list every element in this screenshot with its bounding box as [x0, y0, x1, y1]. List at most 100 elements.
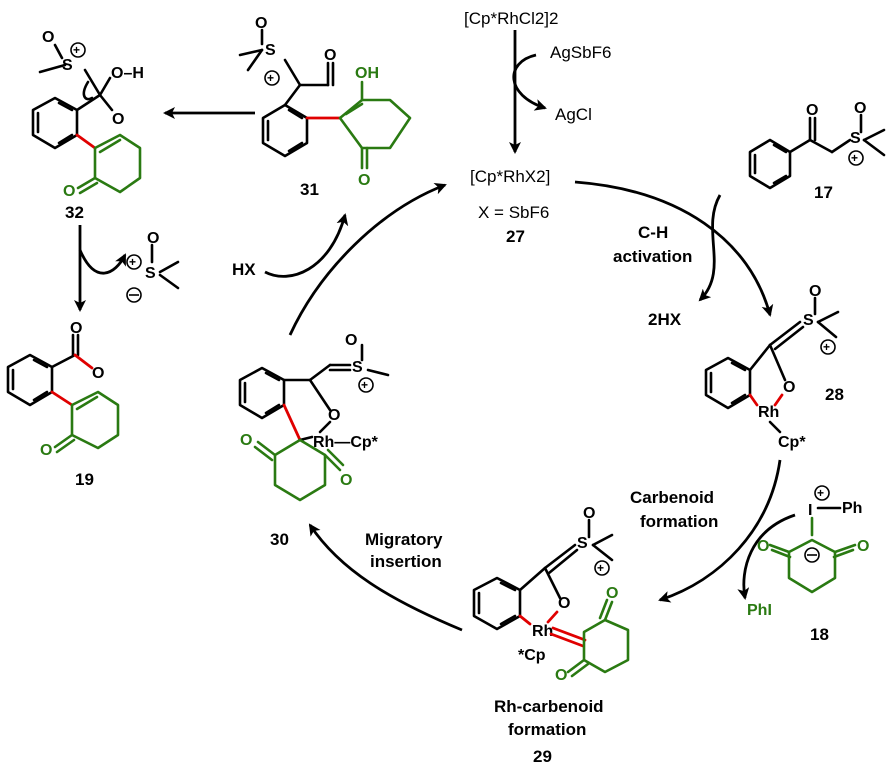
- migratory-insertion-arrow: [308, 523, 463, 632]
- hx-uptake-arrow: [264, 213, 349, 278]
- carbenoid-arrow: [658, 459, 782, 603]
- svg-text:+: +: [73, 43, 80, 57]
- agsbf6-label: AgSbF6: [550, 43, 611, 62]
- sulfur: S: [265, 42, 276, 59]
- sulfoxide-o: O: [255, 15, 267, 32]
- migratory-label-1: Migratory: [365, 530, 443, 549]
- cycle-arrows: [74, 107, 796, 632]
- compound-32: O–H O S O + O 32: [31, 29, 144, 222]
- fused-ring: [93, 133, 142, 194]
- compound-31-number: 31: [300, 180, 319, 199]
- compound-29: O Rh *Cp S O + O O 29: [472, 505, 630, 766]
- ketone-o-left: O: [240, 432, 252, 449]
- svg-text:+: +: [267, 71, 274, 85]
- svg-text:+: +: [361, 378, 368, 392]
- compound-28-number: 28: [825, 385, 844, 404]
- fused-ring: [70, 390, 120, 450]
- benzene-ring: [6, 353, 54, 407]
- sulfoxonium-release-arrow: [78, 249, 127, 275]
- ketone-o-top: O: [606, 585, 618, 602]
- ketone-o-bottom: O: [555, 667, 567, 684]
- compound-30-number: 30: [270, 530, 289, 549]
- ketone-o: O: [63, 183, 75, 200]
- ring-o: O: [92, 365, 104, 382]
- sulfoxide-o: O: [345, 332, 357, 349]
- benzene-ring: [472, 576, 522, 631]
- sulfoxonium-byproduct: S O +: [126, 230, 180, 303]
- hx-out-label: 2HX: [648, 310, 682, 329]
- rh-carbenoid-label-2: formation: [508, 720, 586, 739]
- svg-text:+: +: [823, 340, 830, 354]
- cp-ligand: Cp*: [778, 434, 806, 451]
- benzene-ring: [704, 356, 752, 410]
- compound-31: O S O + OH O 31: [238, 15, 412, 199]
- svg-text:+: +: [817, 486, 824, 500]
- cp-ligand: *Cp: [518, 647, 546, 664]
- enolate-o: O: [783, 379, 795, 396]
- ring-o: O: [112, 111, 124, 128]
- benzene-ring: [31, 96, 79, 150]
- step-labels: C-H activation 2HX Carbenoid formation M…: [232, 223, 772, 739]
- sulfoxide-o: O: [854, 100, 866, 117]
- catalyst-activation: [Cp*RhCl2]2 AgSbF6 AgCl [Cp*RhX2] X = Sb…: [464, 9, 611, 246]
- compound-18-number: 18: [810, 625, 829, 644]
- agcl-label: AgCl: [555, 105, 592, 124]
- carbenoid-label-2: formation: [640, 512, 718, 531]
- svg-text:+: +: [129, 255, 136, 269]
- compound-19: O O O 19: [6, 320, 120, 489]
- cyclohexenone-ring: [338, 98, 412, 150]
- carbonyl-o: O: [806, 102, 818, 119]
- catalyst-precursor-label: [Cp*RhCl2]2: [464, 9, 559, 28]
- dione-ring: [273, 438, 327, 502]
- hx-release-arrow: [698, 194, 722, 302]
- active-catalyst-label: [Cp*RhX2]: [470, 167, 550, 186]
- compound-17-number: 17: [814, 183, 833, 202]
- enolate-o: O: [558, 595, 570, 612]
- sulfoxide-o: O: [583, 505, 595, 522]
- sulfur: S: [145, 265, 156, 282]
- sulfur: S: [850, 130, 861, 147]
- phi-release-arrow: [737, 513, 796, 600]
- hx-in-label: HX: [232, 260, 256, 279]
- phi-label: PhI: [747, 602, 772, 619]
- hydroxyl: OH: [355, 65, 379, 82]
- compound-17: O S O + 17: [748, 100, 886, 202]
- hydroxyl: O–H: [111, 65, 144, 82]
- benzene-ring: [261, 103, 309, 158]
- agcl-curved-arrow: [512, 53, 547, 111]
- ketone-o: O: [40, 442, 52, 459]
- migratory-label-2: insertion: [370, 552, 442, 571]
- ketone-o: O: [358, 172, 370, 189]
- svg-text:+: +: [597, 561, 604, 575]
- sulfur: S: [577, 535, 588, 552]
- iodine: I: [808, 502, 812, 519]
- carbenoid-label-1: Carbenoid: [630, 488, 714, 507]
- rh-cp: Rh—Cp*: [313, 434, 379, 451]
- ketone-o-right: O: [857, 538, 869, 555]
- rh-carbenoid-label-1: Rh-carbenoid: [494, 697, 604, 716]
- compound-18: + I Ph O O 18: [757, 485, 869, 644]
- sulfur: S: [62, 57, 73, 74]
- compound-28: O Rh Cp* S O + 28: [704, 283, 844, 451]
- ketone-o-right: O: [340, 472, 352, 489]
- ch-label-2: activation: [613, 247, 692, 266]
- benzene-ring: [238, 366, 286, 420]
- rhodium: Rh: [758, 404, 779, 421]
- phenyl: Ph: [842, 500, 862, 517]
- sulfur: S: [352, 359, 363, 376]
- sulfur: S: [803, 312, 814, 329]
- dione-ring: [582, 618, 630, 674]
- ch-label-1: C-H: [638, 223, 668, 242]
- sulfoxide-o: O: [42, 29, 54, 46]
- carbonyl-o: O: [324, 47, 336, 64]
- svg-text:+: +: [851, 151, 858, 165]
- ch-activation-arrow: [574, 180, 774, 317]
- rhodium: Rh: [532, 623, 553, 640]
- x-definition-label: X = SbF6: [478, 203, 549, 222]
- compound-30: O S O + Rh—Cp* O O 30: [238, 332, 390, 549]
- compound-29-number: 29: [533, 747, 552, 766]
- enolate-o: O: [328, 407, 340, 424]
- sulfoxide-o: O: [147, 230, 159, 247]
- lactone-carbonyl-o: O: [70, 320, 82, 337]
